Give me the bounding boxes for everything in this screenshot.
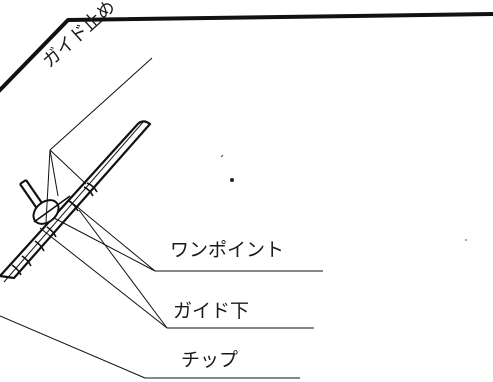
- speck-dot: [465, 239, 467, 241]
- leader-guide-stop: [45, 57, 153, 223]
- rod-blank: [0, 120, 152, 283]
- label-tip: チップ: [181, 349, 239, 371]
- line-guide: [19, 179, 71, 225]
- speck-mark: [220, 154, 224, 158]
- thread-wraps: [11, 182, 98, 276]
- panel-border: [0, 12, 493, 93]
- leader-tip: [0, 315, 300, 379]
- leader-guide-lower: [39, 209, 314, 329]
- label-one-point: ワンポイント: [170, 239, 285, 261]
- speck-dot: [230, 178, 234, 182]
- label-guide-lower: ガイド下: [173, 300, 250, 322]
